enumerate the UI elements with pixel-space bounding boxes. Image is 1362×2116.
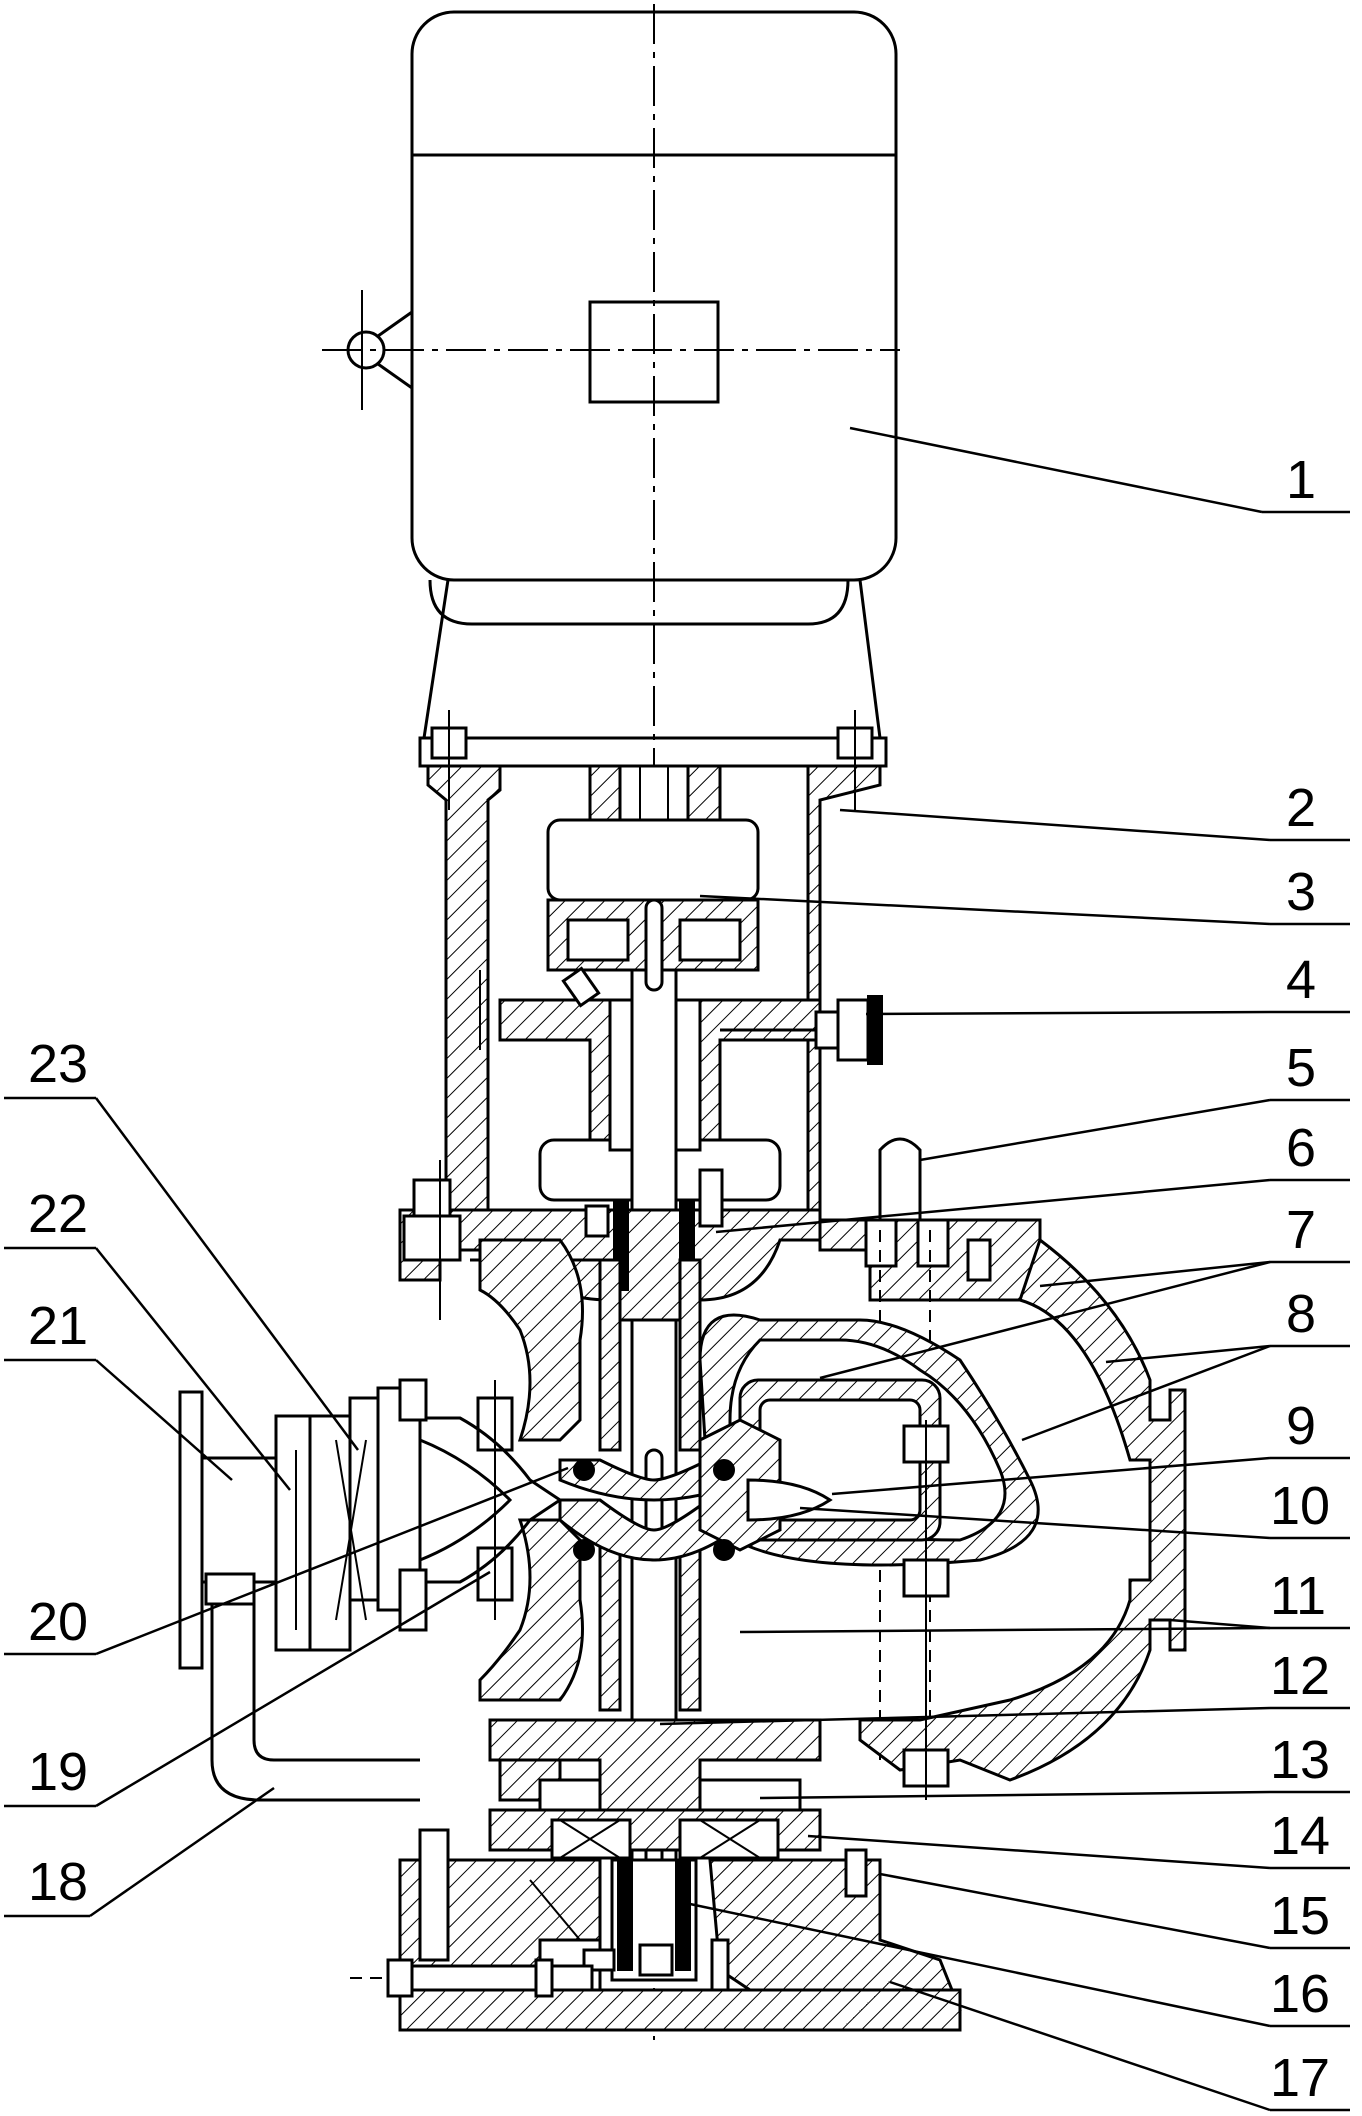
- callout-19: 19: [28, 1742, 88, 1802]
- leader-11a: [1169, 1618, 1271, 1630]
- callout-5: 5: [1286, 1038, 1316, 1098]
- leader-23: [94, 1097, 360, 1451]
- callout-20: 20: [28, 1592, 88, 1652]
- suction-inlet: [178, 1378, 563, 1802]
- leader-8b: [1021, 1344, 1271, 1442]
- callout-9: 9: [1286, 1396, 1316, 1456]
- leader-8a: [1105, 1344, 1271, 1364]
- leader-18: [89, 1786, 275, 1918]
- callout-23: 23: [28, 1034, 88, 1094]
- callout-6: 6: [1286, 1118, 1316, 1178]
- leader-10: [799, 1506, 1271, 1540]
- leader-20: [95, 1466, 569, 1656]
- leader-13: [759, 1790, 1271, 1800]
- callout-22: 22: [28, 1184, 88, 1244]
- leader-16: [689, 1902, 1271, 2028]
- callout-10: 10: [1270, 1476, 1330, 1536]
- callout-17: 17: [1270, 2048, 1330, 2108]
- leader-14: [807, 1834, 1271, 1870]
- callout-1: 1: [1286, 450, 1316, 510]
- leader-7b: [819, 1260, 1271, 1380]
- callout-18: 18: [28, 1852, 88, 1912]
- pump-body: [476, 1238, 833, 1712]
- leader-21: [95, 1359, 233, 1481]
- callout-12: 12: [1270, 1646, 1330, 1706]
- leader-7a: [1039, 1260, 1271, 1288]
- motor: [322, 10, 900, 626]
- base: [350, 1718, 962, 2032]
- leader-2: [839, 808, 1271, 842]
- callout-8: 8: [1286, 1284, 1316, 1344]
- callout-7: 7: [1286, 1200, 1316, 1260]
- leader-5: [919, 1098, 1271, 1162]
- leader-4: [865, 1010, 1271, 1016]
- leader-19: [95, 1570, 491, 1808]
- callout-15: 15: [1270, 1886, 1330, 1946]
- leader-lines: [4, 426, 1350, 2112]
- callout-14: 14: [1270, 1806, 1330, 1866]
- callout-2: 2: [1286, 778, 1316, 838]
- leader-9: [831, 1456, 1271, 1496]
- callout-4: 4: [1286, 950, 1316, 1010]
- callout-13: 13: [1270, 1730, 1330, 1790]
- leader-11b: [739, 1626, 1271, 1634]
- leader-12: [659, 1706, 1271, 1726]
- leader-22: [95, 1247, 291, 1491]
- leader-3: [699, 894, 1271, 926]
- leader-17: [889, 1980, 1271, 2112]
- callout-labels: 1 2 3 4 5 6 7 8 9 10 11 12 13 14 15 16 1…: [28, 450, 1330, 2108]
- callout-16: 16: [1270, 1964, 1330, 2024]
- leader-1: [849, 426, 1263, 514]
- leader-15: [879, 1872, 1271, 1950]
- callout-11: 11: [1270, 1566, 1326, 1626]
- callout-21: 21: [28, 1296, 88, 1356]
- callout-3: 3: [1286, 862, 1316, 922]
- leader-6: [715, 1178, 1271, 1234]
